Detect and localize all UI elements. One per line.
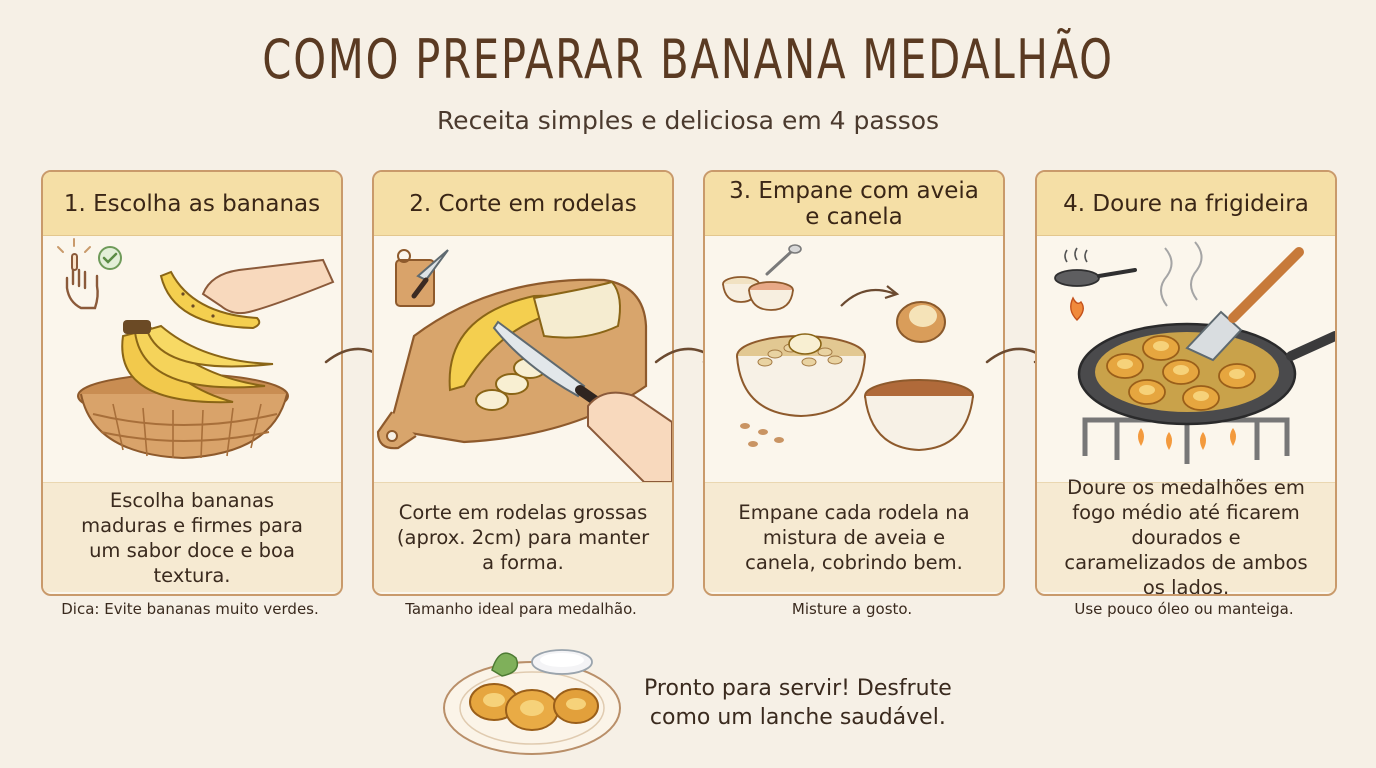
final-message: Pronto para servir! Desfrute como um lan… [644,674,952,732]
frying-pan-icon [1054,247,1137,287]
step-2-tip: Tamanho ideal para medalhão. [405,600,637,618]
step-4-title: 4. Doure na frigideira [1037,172,1335,236]
step-4-illustration [1037,236,1335,594]
step-1-tip: Dica: Evite bananas muito verdes. [61,600,319,618]
step-1-illustration [43,236,341,594]
served-plate-illustration [443,649,621,755]
page-subtitle: Receita simples e deliciosa em 4 passos [436,106,940,135]
step-3-tip: Misture a gosto. [791,600,913,618]
step-1-title: 1. Escolha as bananas [43,172,341,236]
page-title: COMO PREPARAR BANANA MEDALHÃO [262,28,1114,91]
step-card-1: 1. Escolha as bananas Escolha bananas ma… [41,170,343,596]
hand-pointer-icon [57,238,99,310]
step-3-illustration [705,236,1003,594]
step-3-description: Empane cada rodela na mistura de aveia e… [705,482,1003,592]
final-message-line-2: como um lanche saudável. [649,705,946,730]
step-card-2: 2. Corte em rodelas Corte em rodelas gro… [372,170,674,596]
cutting-board-knife-icon [395,249,449,307]
step-4-description: Doure os medalhões em fogo médio até fic… [1037,476,1335,594]
final-message-line-1: Pronto para servir! Desfrute [644,676,952,701]
step-2-title: 2. Corte em rodelas [374,172,672,236]
step-1-description: Escolha bananas maduras e firmes para um… [43,482,341,592]
step-2-description: Corte em rodelas grossas (aprox. 2cm) pa… [374,482,672,592]
step-4-tip: Use pouco óleo ou manteiga. [1074,600,1294,618]
step-3-title: 3. Empane com aveia e canela [705,172,1003,236]
step-card-4: 4. Doure na frigideira Doure os medalhõe… [1035,170,1337,596]
step-card-3: 3. Empane com aveia e canela Empane cada… [703,170,1005,596]
flame-icon [1070,296,1084,321]
step-2-illustration [374,236,672,594]
bowl-spoon-icon [722,244,802,311]
check-icon [98,246,122,270]
